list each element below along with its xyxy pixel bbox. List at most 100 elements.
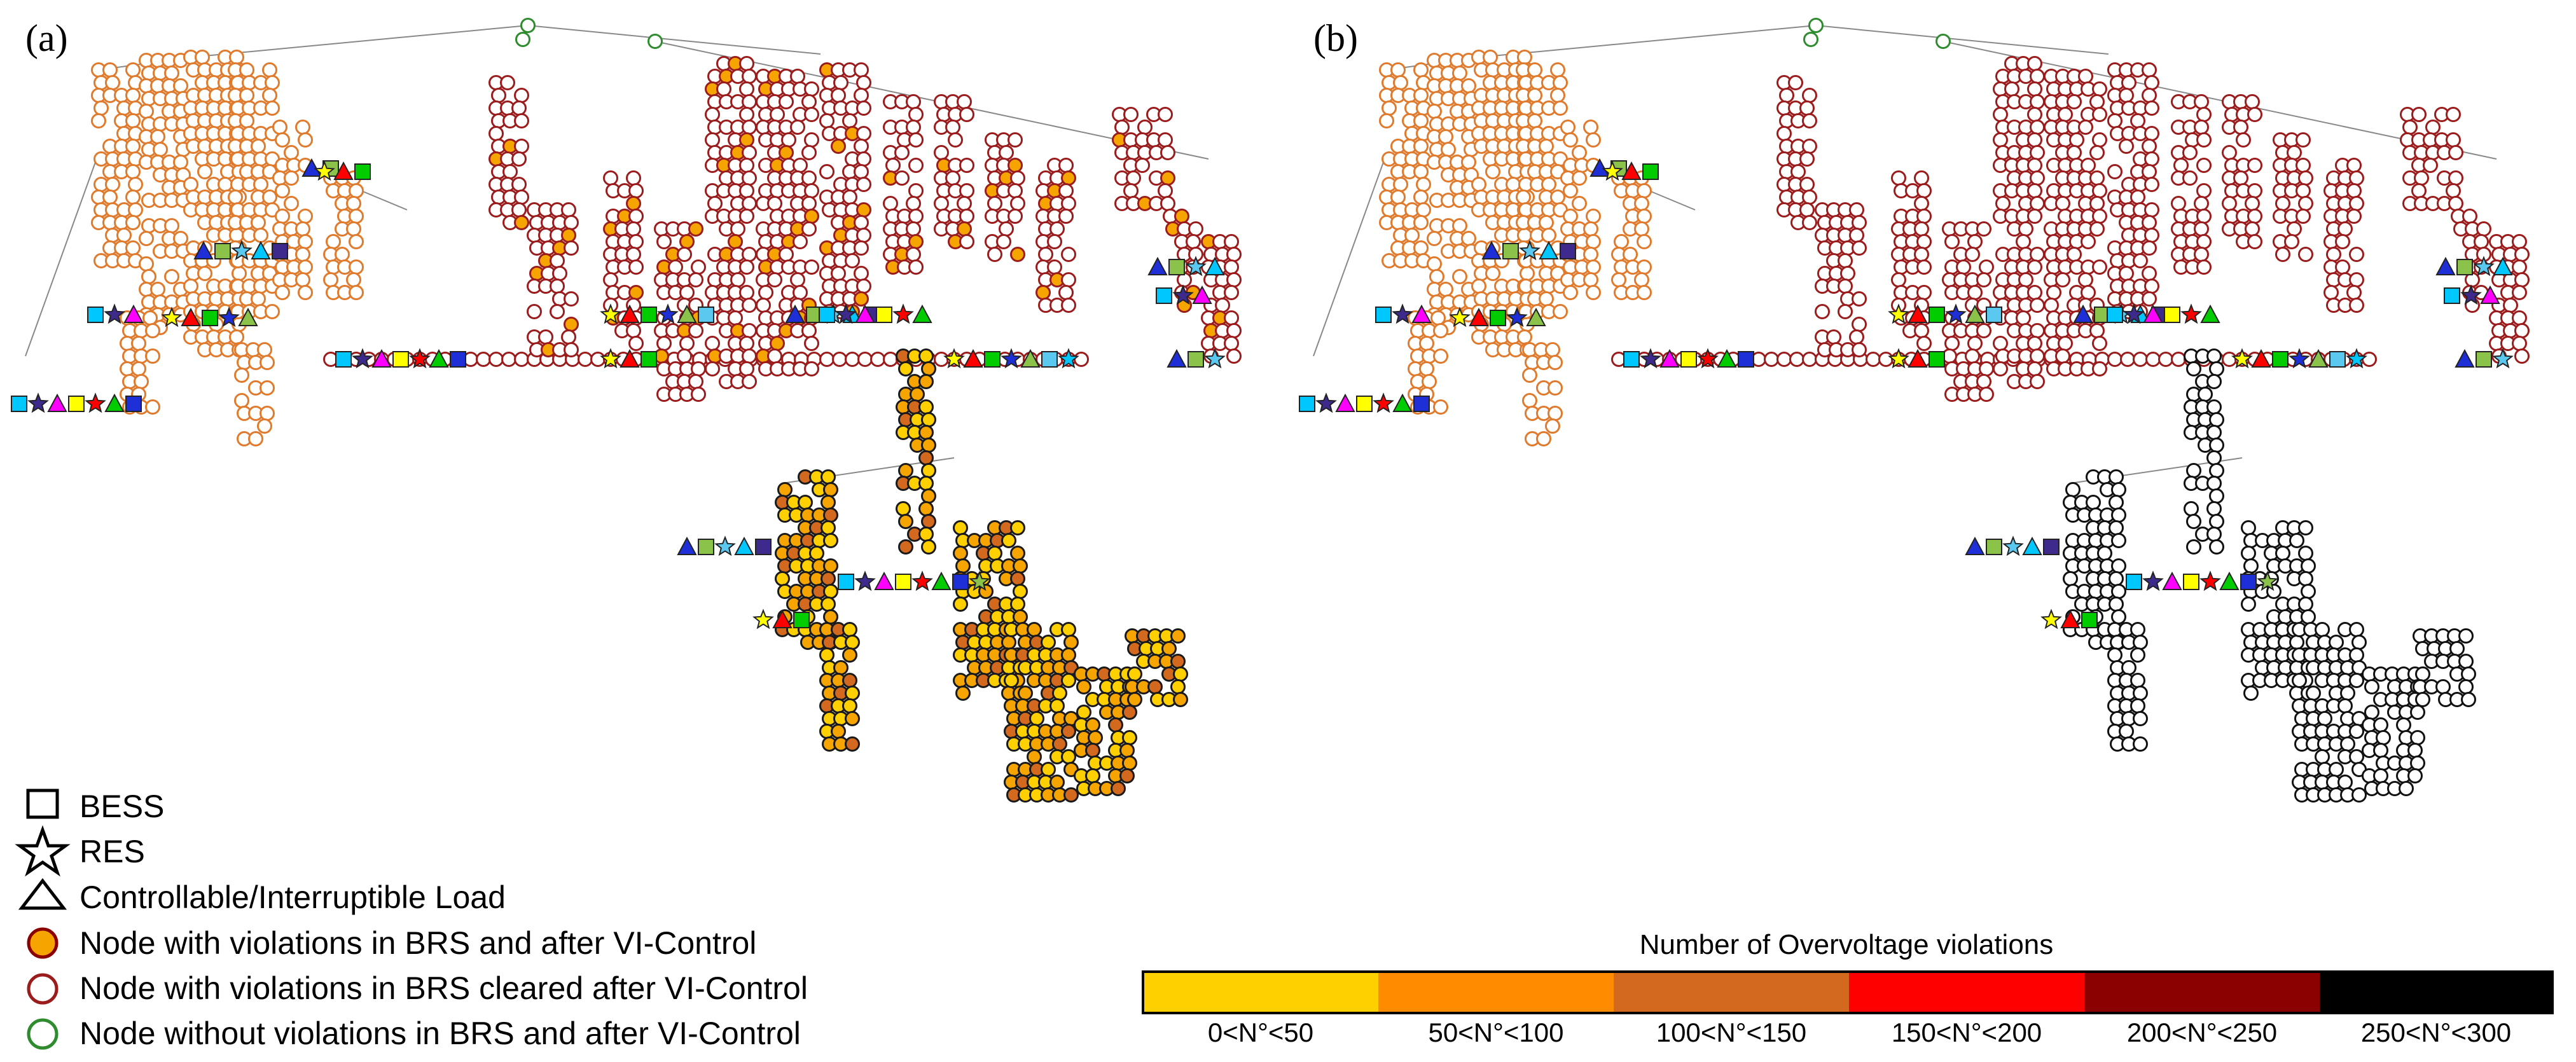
network-node	[1541, 228, 1556, 243]
load-marker	[1411, 304, 1432, 323]
network-node	[2018, 272, 2033, 287]
network-node	[1085, 717, 1100, 733]
network-node	[1967, 285, 1983, 300]
network-node	[1063, 635, 1079, 650]
network-node	[656, 234, 672, 249]
network-node	[906, 221, 921, 237]
network-node	[262, 62, 277, 78]
network-node	[251, 215, 266, 230]
network-node	[239, 88, 254, 103]
network-node	[2349, 749, 2364, 764]
network-node	[2119, 724, 2134, 739]
network-node	[2196, 234, 2212, 249]
network-node	[1852, 317, 1867, 332]
network-node	[552, 266, 567, 281]
network-node	[2092, 336, 2107, 351]
res-marker	[835, 303, 857, 324]
network-node	[2089, 221, 2105, 237]
network-node	[832, 352, 847, 367]
network-node	[1802, 190, 1817, 205]
network-node	[1548, 355, 1563, 370]
network-node	[2503, 298, 2518, 313]
network-node	[1799, 100, 1815, 116]
network-node	[2243, 558, 2259, 574]
panel-a-label: (a)	[25, 17, 68, 59]
network-node	[833, 660, 848, 675]
network-node	[298, 285, 313, 300]
network-node	[1802, 88, 1817, 103]
bess-marker	[1929, 351, 1945, 368]
network-node	[2133, 635, 2148, 650]
network-node	[2111, 558, 2126, 574]
network-node	[1226, 247, 1242, 262]
network-node	[842, 113, 857, 128]
network-node	[845, 736, 860, 752]
network-node	[906, 247, 921, 262]
network-node	[801, 94, 817, 109]
color-bin-0	[1143, 972, 1378, 1013]
network-node	[1916, 285, 1932, 300]
feeder-line	[190, 25, 529, 58]
network-node	[2298, 247, 2313, 262]
network-node	[2306, 686, 2321, 701]
network-node	[1061, 247, 1076, 262]
network-node	[2109, 469, 2124, 485]
network-node	[2182, 145, 2198, 160]
network-node	[2275, 546, 2290, 561]
legend-item-bess: BESS	[26, 789, 164, 824]
network-node	[1550, 88, 1565, 103]
bess-marker	[354, 163, 371, 180]
network-node	[1539, 291, 1554, 307]
network-node	[514, 113, 529, 128]
network-node	[1914, 170, 1929, 186]
load-marker	[2200, 304, 2220, 323]
network-node	[2120, 352, 2135, 367]
network-node	[234, 393, 249, 408]
network-node	[1583, 120, 1598, 135]
network-node	[1891, 170, 1906, 186]
network-node	[2121, 660, 2136, 675]
network-node	[1058, 209, 1074, 224]
network-node	[1634, 196, 1649, 211]
network-node	[1541, 177, 1556, 192]
network-node	[142, 310, 158, 326]
network-node	[823, 558, 838, 574]
network-node	[275, 132, 290, 148]
network-node	[1976, 374, 1991, 389]
res-marker	[911, 570, 933, 591]
network-node	[793, 158, 808, 173]
network-node	[550, 304, 565, 319]
bess-marker	[895, 574, 911, 590]
network-node	[2111, 507, 2126, 523]
network-node	[141, 269, 156, 284]
network-node	[948, 132, 963, 148]
network-node	[2030, 145, 2045, 160]
res-marker	[1373, 392, 1394, 413]
network-node	[298, 259, 313, 275]
legend-label-res: RES	[80, 834, 145, 869]
network-node	[1583, 247, 1598, 262]
network-node	[2067, 145, 2082, 160]
network-node	[1586, 209, 1601, 224]
network-node	[1413, 240, 1429, 256]
network-node	[908, 132, 924, 148]
network-node	[2063, 571, 2078, 586]
network-node	[1170, 628, 1186, 644]
network-node	[2296, 158, 2311, 173]
network-node	[1004, 673, 1019, 688]
res-marker	[1172, 284, 1194, 305]
network-node	[885, 158, 901, 173]
network-node	[1852, 342, 1867, 357]
network-node	[1914, 196, 1929, 211]
network-node	[2067, 94, 2082, 109]
network-node	[2275, 196, 2290, 211]
network-node	[1170, 679, 1186, 694]
network-node	[1520, 266, 1535, 281]
network-node	[1010, 247, 1025, 262]
network-node	[742, 196, 757, 211]
network-node	[2514, 247, 2530, 262]
res-marker	[2123, 303, 2145, 324]
network-node	[1127, 692, 1142, 707]
bess-marker	[2043, 539, 2060, 555]
network-node	[2335, 259, 2350, 275]
